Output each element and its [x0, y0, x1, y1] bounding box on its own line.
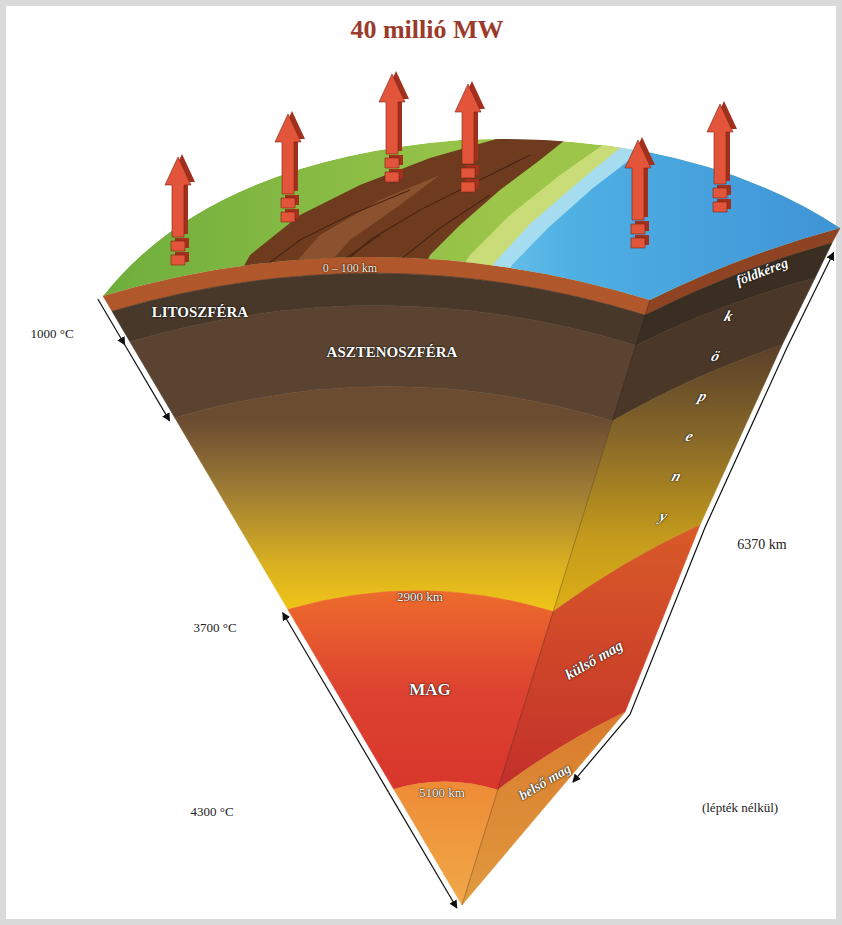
arrow-face	[713, 202, 727, 212]
sea-surface	[495, 124, 842, 320]
arrow-face	[379, 74, 405, 154]
layer-name: LITOSZFÉRA	[152, 304, 248, 321]
depth-label: 0 – 100 km	[323, 262, 377, 275]
heat-flow-arrow	[275, 111, 305, 222]
mountain-range	[225, 132, 575, 300]
arrow-face	[461, 168, 475, 178]
heat-flow-arrow	[707, 101, 737, 212]
temperature-label: 1000 °C	[30, 327, 73, 341]
arrow-face	[165, 157, 191, 237]
heat-flow-arrow	[165, 154, 195, 265]
arrow-face	[707, 104, 733, 184]
arrow-face	[455, 84, 481, 164]
arrow-face	[281, 212, 295, 222]
white-panel	[6, 6, 836, 919]
wedge-edge	[462, 300, 650, 905]
arrow-face	[385, 172, 399, 182]
layer-name: ASZTENOSZFÉRA	[327, 344, 458, 361]
temperature-label: 3700 °C	[193, 621, 236, 635]
temperature-label: 4300 °C	[190, 805, 233, 819]
dimension-line	[573, 253, 834, 783]
arrow-face	[631, 224, 645, 234]
heat-flow-arrow	[379, 71, 409, 182]
scale-note: (lépték nélkül)	[702, 801, 778, 815]
mountain-highlight	[280, 175, 440, 285]
earth-layer-front	[175, 387, 613, 612]
arrow-face	[385, 158, 399, 168]
arrow-face	[275, 114, 301, 194]
radius-label: 6370 km	[737, 537, 786, 552]
arrow-face	[171, 255, 185, 265]
arrow-face	[625, 140, 651, 220]
layer-name: külső mag	[562, 637, 625, 683]
depth-label: 2900 km	[397, 590, 443, 604]
diagram-title: 40 millió MW	[350, 15, 503, 45]
arrow-face	[461, 182, 475, 192]
depth-label: 5100 km	[419, 786, 465, 800]
arrow-face	[281, 198, 295, 208]
dimension-line	[125, 345, 170, 421]
arrow-face	[631, 238, 645, 248]
dimension-line	[283, 613, 389, 793]
layer-name: köpeny	[651, 296, 741, 536]
arrow-face	[171, 241, 185, 251]
heat-flow-arrow	[455, 81, 485, 192]
arrow-face	[713, 188, 727, 198]
layer-name: belső mag	[516, 760, 574, 803]
mountain-ridge	[330, 155, 530, 275]
earth-layer-side	[462, 712, 625, 905]
dimension-line	[389, 792, 457, 908]
layer-name: MAG	[409, 681, 451, 700]
mountain-ridge	[300, 235, 380, 295]
dimension-line	[98, 299, 125, 345]
mountain-ridge	[400, 195, 490, 260]
earth-layer-side	[498, 525, 700, 790]
heat-flow-arrow	[625, 137, 655, 248]
layer-name: földkéreg	[734, 255, 790, 289]
